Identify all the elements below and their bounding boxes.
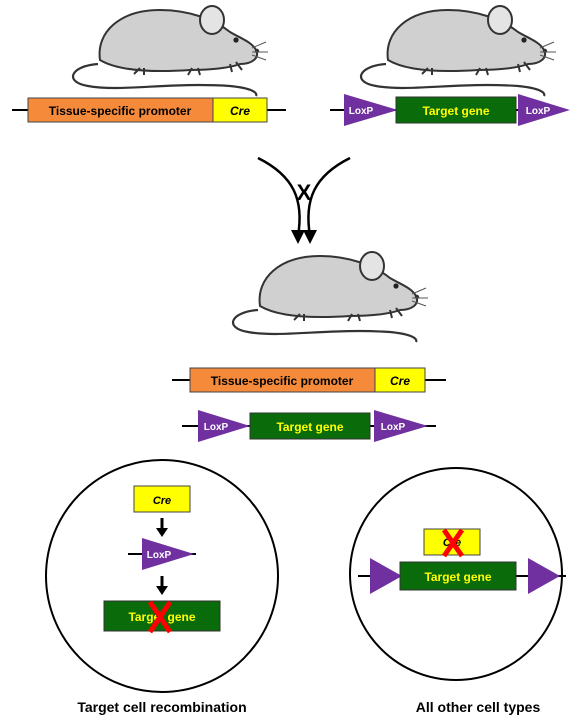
- target-gene-box: [395, 96, 517, 124]
- promoter-label: Tissue-specific promoter: [49, 104, 192, 118]
- target-gene-label: Target gene: [276, 420, 343, 434]
- promoter-label: Tissue-specific promoter: [211, 374, 354, 388]
- offspring-mouse-icon: [231, 250, 430, 344]
- loxp-triangle: [518, 94, 570, 126]
- cre-inactive-x-icon: [441, 528, 465, 558]
- cre-box: [133, 485, 191, 513]
- target-gene-label: Target gene: [422, 104, 489, 118]
- other-cell-caption: All other cell types: [416, 699, 541, 715]
- cross-symbol: X: [297, 180, 312, 205]
- loxp-label: LoxP: [204, 422, 229, 433]
- target-gene-box: [249, 412, 371, 440]
- loxp-triangle: [374, 410, 428, 442]
- loxp-label: LoxP: [349, 106, 374, 117]
- target-gene-label: Target gene: [424, 570, 491, 584]
- cross-arrow-left: [257, 156, 301, 237]
- cre-label: Cre: [153, 495, 171, 507]
- loxp-label: LoxP: [526, 106, 551, 117]
- arrowhead-icon: [156, 586, 168, 595]
- loxp-triangle: [370, 558, 402, 594]
- parent-mouse-cre-icon: [71, 4, 270, 98]
- loxp-triangle: [142, 538, 194, 570]
- loxp-triangle: [528, 558, 560, 594]
- cross-arrow-right: [307, 156, 351, 237]
- loxp-triangle: [344, 94, 398, 126]
- target-gene-box: [103, 600, 221, 632]
- cre-box: [374, 367, 426, 393]
- cre-box: [212, 97, 268, 123]
- cre-label: Cre: [230, 104, 250, 118]
- loxp-label: LoxP: [147, 550, 172, 561]
- deletion-x-icon: [147, 600, 173, 634]
- loxp-triangle: [198, 410, 250, 442]
- loxp-label: LoxP: [381, 422, 406, 433]
- target-gene-box: [399, 561, 517, 591]
- cre-label: Cre: [390, 374, 410, 388]
- arrowhead-icon: [303, 230, 317, 244]
- target-cell-caption: Target cell recombination: [77, 699, 246, 715]
- arrowhead-icon: [291, 230, 305, 244]
- arrowhead-icon: [156, 528, 168, 537]
- parent-mouse-floxed-icon: [359, 4, 558, 98]
